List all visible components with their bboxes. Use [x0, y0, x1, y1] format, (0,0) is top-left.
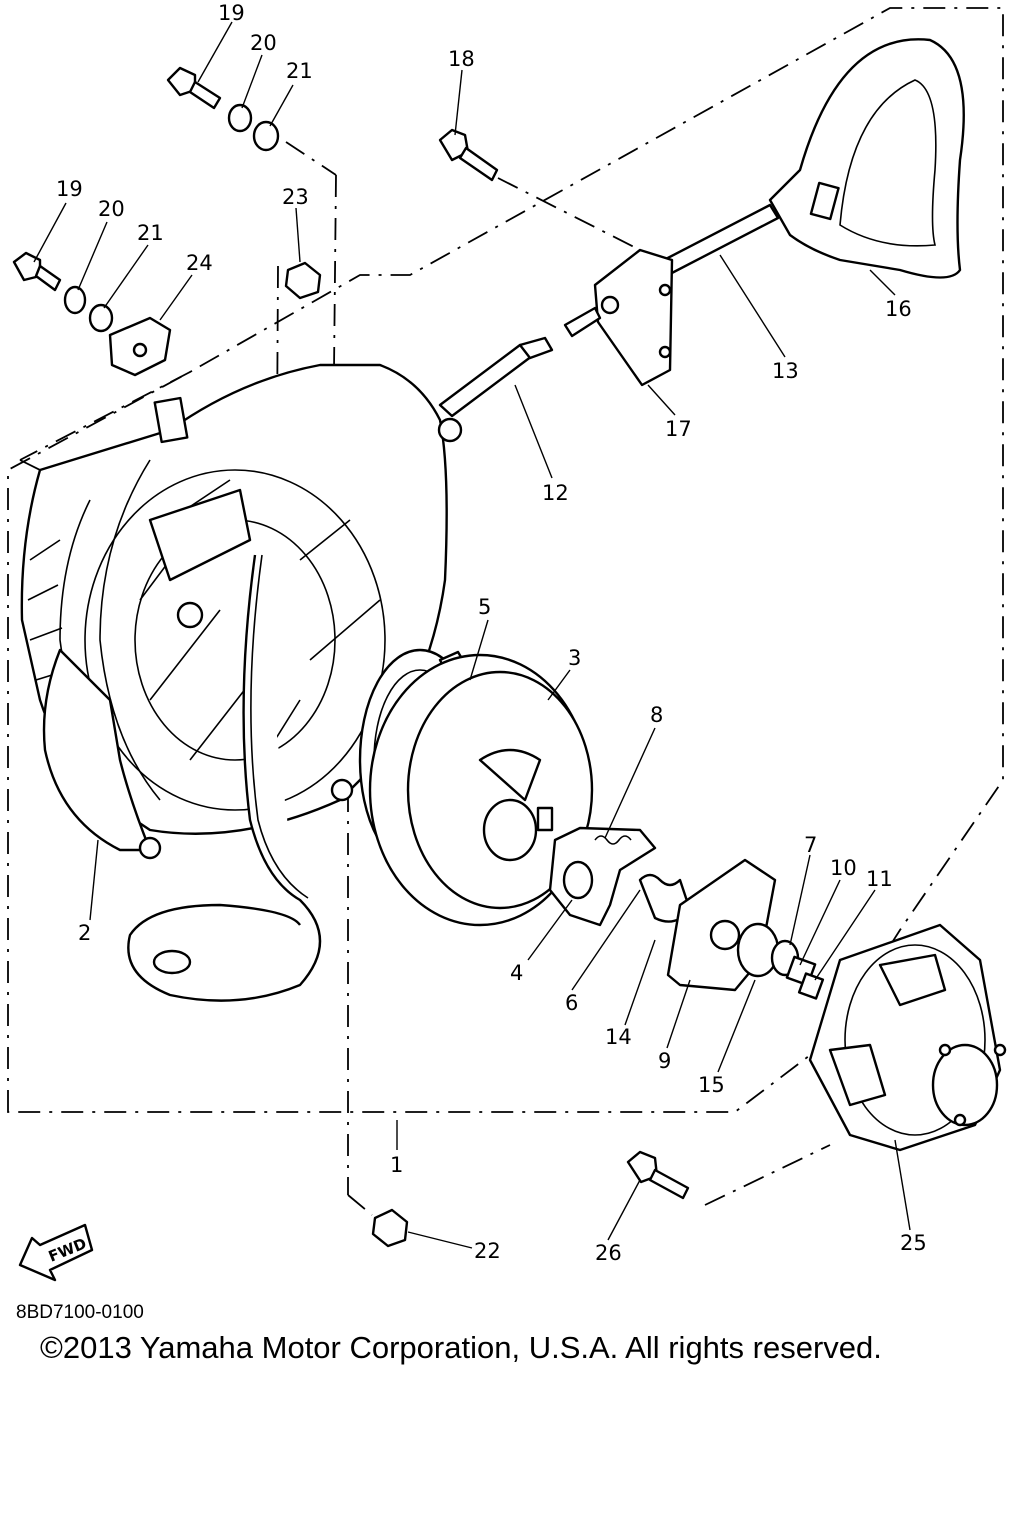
- callout-4: 4: [510, 961, 523, 985]
- callout-10: 10: [830, 856, 857, 880]
- callout-5: 5: [478, 595, 491, 619]
- bolt-26: [626, 1150, 690, 1200]
- washer-21-left: [88, 303, 114, 333]
- starter-handle: [768, 38, 965, 279]
- callout-24: 24: [186, 251, 213, 275]
- callout-25: 25: [900, 1231, 927, 1255]
- starter-pulley: [808, 923, 1007, 1152]
- starter-rope: [658, 203, 780, 277]
- bolt-19-top: [166, 66, 222, 110]
- callout-9: 9: [658, 1049, 671, 1073]
- drive-pawl: [548, 826, 657, 927]
- nut-23: [284, 261, 322, 300]
- rope-guide-bracket: [593, 248, 674, 387]
- rope-cable: [438, 343, 534, 418]
- callout-1: 1: [390, 1153, 403, 1177]
- nut: [797, 972, 825, 1000]
- callout-labels: 1 2 3 4 5 6 7 8 9 10 11 12 13 14 15 16 1…: [56, 1, 927, 1265]
- callout-17: 17: [665, 417, 692, 441]
- nut-22: [371, 1208, 409, 1248]
- callout-8: 8: [650, 703, 663, 727]
- leader-lines: [33, 21, 911, 1249]
- exploded-parts-diagram: FWD 1 2 3 4 5: [7, 1, 1007, 1282]
- pawl-spring: [594, 835, 632, 845]
- callout-21-top: 21: [286, 59, 313, 83]
- callout-7: 7: [804, 833, 817, 857]
- callout-3: 3: [568, 646, 581, 670]
- callout-19-top: 19: [218, 1, 245, 25]
- callout-14: 14: [605, 1025, 632, 1049]
- bolt-19-left: [12, 251, 62, 292]
- callout-12: 12: [542, 481, 569, 505]
- return-spring: [638, 873, 692, 923]
- callout-16: 16: [885, 297, 912, 321]
- copyright-notice: ©2013 Yamaha Motor Corporation, U.S.A. A…: [40, 1330, 882, 1365]
- callout-21-left: 21: [137, 221, 164, 245]
- callout-20-top: 20: [250, 31, 277, 55]
- callout-11: 11: [866, 867, 893, 891]
- callout-22: 22: [474, 1239, 501, 1263]
- drawing-code: 8BD7100-0100: [16, 1302, 144, 1323]
- callout-20-left: 20: [98, 197, 125, 221]
- callout-6: 6: [565, 991, 578, 1015]
- bolt-18: [438, 128, 499, 182]
- callout-2: 2: [78, 921, 91, 945]
- callout-13: 13: [772, 359, 799, 383]
- callout-15: 15: [698, 1073, 725, 1097]
- washer-20-left: [63, 285, 87, 315]
- callout-19-left: 19: [56, 177, 83, 201]
- callout-18: 18: [448, 47, 475, 71]
- spacer: [736, 922, 780, 978]
- sheave-drum: [368, 653, 594, 927]
- fwd-arrow-icon: FWD: [18, 1223, 94, 1282]
- callout-26: 26: [595, 1241, 622, 1265]
- start-switch-lead: [127, 554, 322, 1002]
- callout-23: 23: [282, 185, 309, 209]
- washer-21-top: [252, 120, 280, 152]
- washer-20-top: [227, 103, 253, 133]
